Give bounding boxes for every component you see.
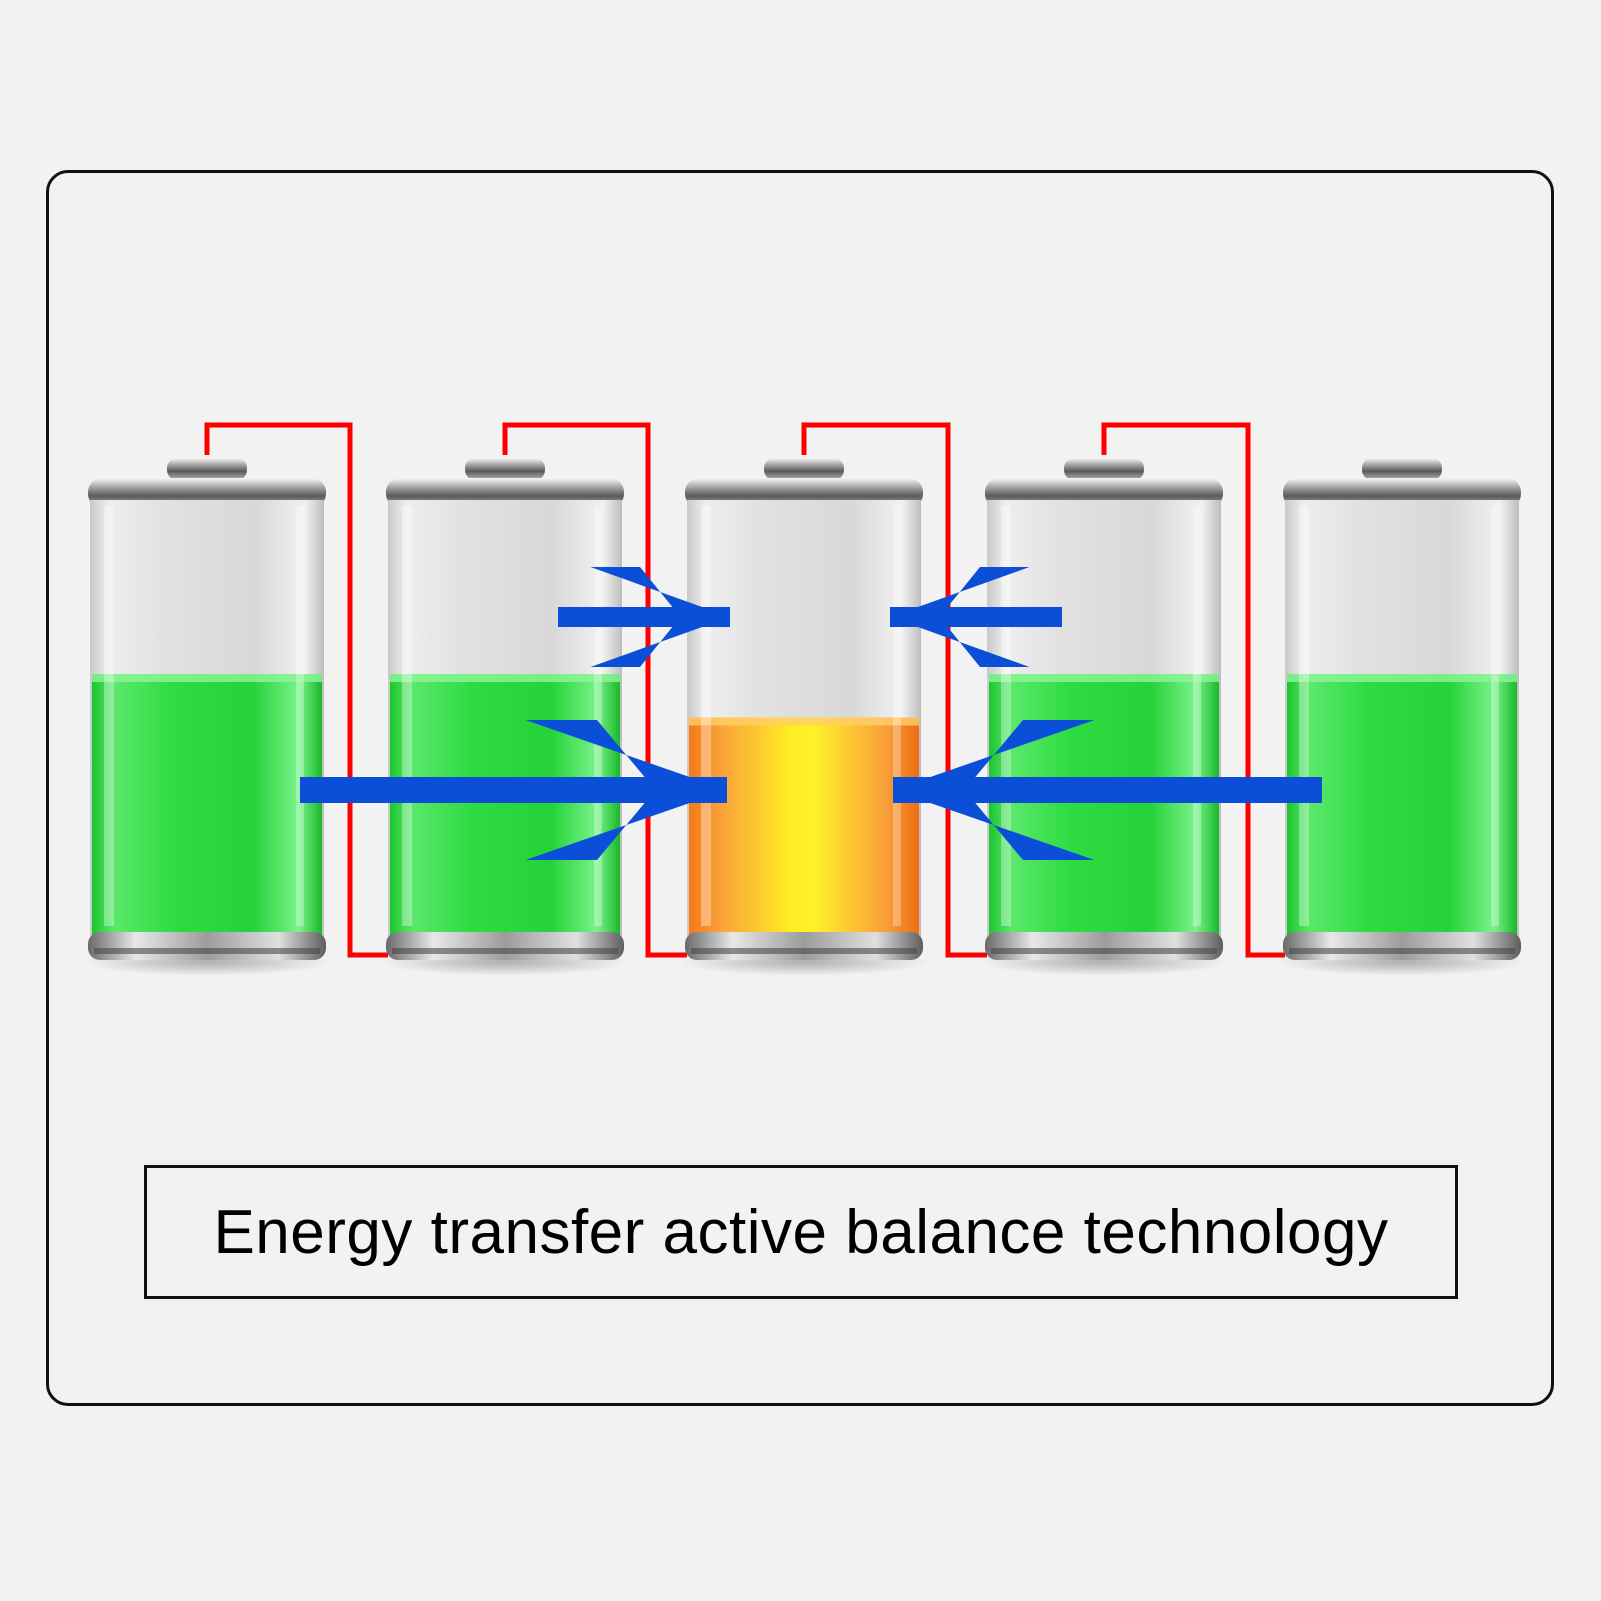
battery-charge-level bbox=[92, 674, 322, 935]
battery-bottom-rim bbox=[691, 948, 917, 954]
battery-bottom-cap bbox=[88, 932, 326, 960]
battery-charge-level bbox=[390, 674, 620, 935]
glass-sheen bbox=[1193, 506, 1201, 926]
arrow-icon-upper-right bbox=[558, 567, 730, 667]
battery-terminal bbox=[1362, 458, 1442, 480]
battery-charge-level bbox=[689, 717, 919, 935]
arrow-icon-lower-left bbox=[893, 720, 1322, 860]
caption-text: Energy transfer active balance technolog… bbox=[213, 1197, 1389, 1267]
glass-sheen bbox=[1491, 506, 1499, 926]
glass-sheen bbox=[1001, 506, 1011, 926]
glass-sheen bbox=[402, 506, 412, 926]
battery-charge-surface bbox=[1287, 674, 1517, 682]
series-wire-1 bbox=[204, 422, 388, 958]
arrow-head bbox=[893, 720, 1095, 860]
battery-charge-level bbox=[1287, 674, 1517, 935]
glass-sheen bbox=[594, 506, 602, 926]
battery-icon-5 bbox=[1277, 458, 1527, 976]
series-wire-4 bbox=[1101, 422, 1285, 958]
battery-icon-1 bbox=[82, 458, 332, 976]
battery-terminal bbox=[1064, 458, 1144, 480]
battery-cells bbox=[82, 458, 1527, 976]
arrow-icon-lower-right bbox=[300, 720, 727, 860]
arrow-icon-upper-left bbox=[890, 567, 1062, 667]
caption-box: Energy transfer active balance technolog… bbox=[144, 1165, 1458, 1299]
series-wires bbox=[204, 422, 1285, 958]
battery-charge-surface bbox=[390, 674, 620, 682]
battery-terminal bbox=[764, 458, 844, 480]
series-wire-3 bbox=[801, 422, 987, 958]
battery-charge-level bbox=[989, 674, 1219, 935]
battery-bottom-cap bbox=[985, 932, 1223, 960]
glass-sheen bbox=[104, 506, 114, 926]
battery-charge-surface bbox=[92, 674, 322, 682]
glass-sheen bbox=[701, 506, 711, 926]
battery-bottom-cap bbox=[685, 932, 923, 960]
battery-icon-2 bbox=[380, 458, 630, 976]
battery-icon-3 bbox=[679, 458, 929, 976]
battery-bottom-rim bbox=[392, 948, 618, 954]
glass-sheen bbox=[296, 506, 304, 926]
arrow-head bbox=[590, 567, 730, 667]
battery-terminal bbox=[167, 458, 247, 480]
battery-icon-4 bbox=[979, 458, 1229, 976]
battery-bottom-rim bbox=[991, 948, 1217, 954]
battery-bottom-cap bbox=[1283, 932, 1521, 960]
battery-charge-surface bbox=[989, 674, 1219, 682]
battery-bottom-cap bbox=[386, 932, 624, 960]
arrow-head bbox=[890, 567, 1030, 667]
arrow-head bbox=[525, 720, 727, 860]
battery-terminal bbox=[465, 458, 545, 480]
glass-sheen bbox=[893, 506, 901, 926]
series-wire-2 bbox=[502, 422, 687, 958]
battery-bottom-rim bbox=[1289, 948, 1515, 954]
transfer-arrows bbox=[300, 567, 1322, 860]
battery-charge-surface bbox=[689, 717, 919, 726]
battery-bottom-rim bbox=[94, 948, 320, 954]
glass-sheen bbox=[1299, 506, 1309, 926]
